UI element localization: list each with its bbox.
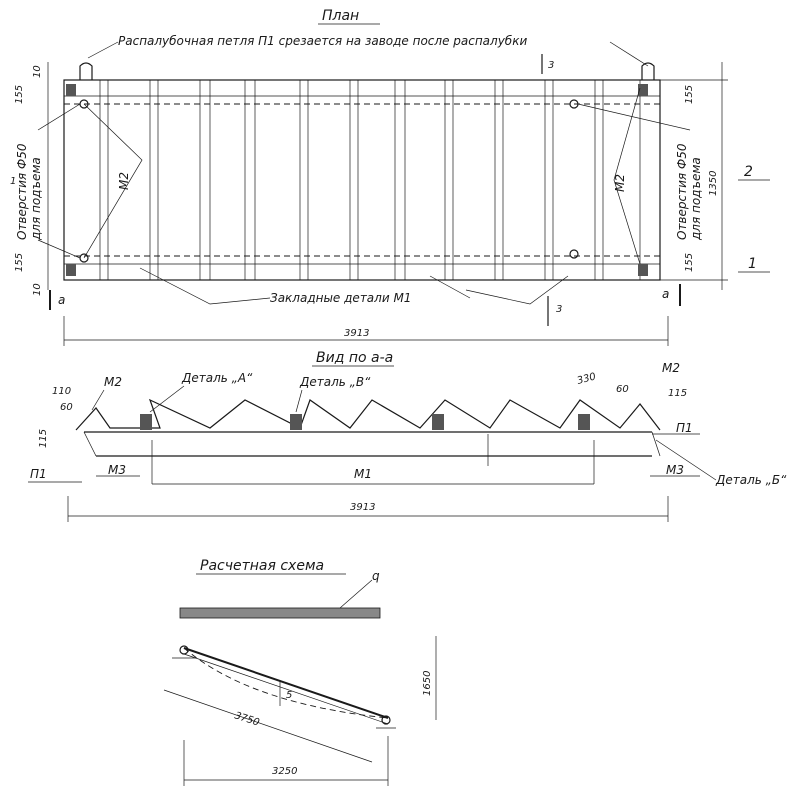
dim-110: 110: [52, 386, 71, 397]
bar-m2-left: [83, 103, 143, 259]
p1-label-right: П1: [676, 421, 693, 435]
view-aa: Вид по а-а М1 Деталь „А“ Деталь „В“ Дета…: [28, 350, 787, 522]
cut-label-left: а: [58, 293, 65, 307]
detail-a-leader: [149, 385, 185, 413]
dim-155-tr: 155: [684, 85, 695, 104]
embed-step-2: [290, 414, 302, 430]
detail-b-label: Деталь „Б“: [715, 473, 787, 487]
holes-note-right-2: для подъема: [689, 157, 703, 241]
m3-label-left: М3: [108, 463, 126, 477]
embed-step-4: [578, 414, 590, 430]
m2-label-view-left: М2: [104, 375, 122, 389]
embed-step-1: [140, 414, 152, 430]
p1-label-left: П1: [30, 467, 47, 481]
bar-m2-right: [613, 87, 641, 265]
loop-note: Распалубочная петля П1 срезается на заво…: [118, 34, 527, 48]
stair-profile: [75, 398, 661, 431]
stair-end-left: [83, 431, 97, 457]
holes-note-left-2: для подъема: [29, 157, 43, 241]
embed-corner-bl: [66, 264, 76, 276]
loop-leader-left: [87, 41, 119, 59]
dim-10-top: 10: [32, 65, 43, 78]
step-lines: [99, 80, 641, 280]
dim-3913-plan: 3913: [344, 328, 369, 339]
plan-view: План Распалубочная петля П1 срезается на…: [10, 8, 770, 346]
m1-label: М1: [354, 467, 372, 481]
lift-hole-br: [569, 249, 579, 259]
section-mark-top: 3: [548, 60, 554, 71]
support-left: [179, 645, 189, 655]
dim-10-bl: 10: [32, 283, 43, 296]
dim-60-left: 60: [60, 402, 73, 413]
embedded-note: Закладные детали М1: [270, 291, 411, 305]
embedded-leader-right: [465, 275, 569, 305]
dim-1350: 1350: [708, 171, 719, 196]
embed-corner-tr: [638, 84, 648, 96]
loop-leader-right: [609, 41, 649, 67]
load-leader: [339, 579, 373, 609]
deflection-curve: [183, 647, 389, 719]
dim-115-right: 115: [668, 388, 687, 399]
view-title: Вид по а-а: [316, 350, 393, 366]
mark-2: 2: [744, 164, 753, 180]
dim-3913-view: 3913: [350, 502, 375, 513]
dim-3750-line: [163, 689, 373, 763]
loop-p1-right: [641, 62, 655, 80]
dim-155-bl: 155: [14, 253, 25, 272]
holes-leader-right-a: [577, 103, 691, 131]
cut-label-right: а: [662, 287, 669, 301]
dim-155-tl: 155: [14, 85, 25, 104]
detail-v-leader: [295, 389, 303, 413]
load-label: q: [372, 569, 380, 583]
stair-end-right: [651, 431, 661, 457]
holes-note-right-1: Отверстия Ф50: [675, 143, 689, 240]
mark-1-left: 1: [10, 176, 16, 187]
slab-outline: [63, 79, 661, 281]
m2-label-right: М2: [613, 174, 627, 192]
distributed-load: [179, 607, 381, 619]
m2-label-view-right: М2: [662, 361, 680, 375]
detail-v-label: Деталь „В“: [299, 375, 371, 389]
embed-step-3: [432, 414, 444, 430]
embed-corner-tl: [66, 84, 76, 96]
deflection-label: 5: [286, 690, 292, 701]
holes-note-left-1: Отверстия Ф50: [15, 143, 29, 240]
detail-a-label: Деталь „А“: [181, 371, 253, 385]
m3-label-right: М3: [666, 463, 684, 477]
m2-label-left: М2: [117, 172, 131, 190]
dim-115-left: 115: [38, 429, 49, 448]
dim-1650: 1650: [422, 671, 433, 696]
support-right: [381, 715, 391, 725]
scheme-title: Расчетная схема: [200, 558, 324, 574]
embed-corner-br: [638, 264, 648, 276]
beam-lower: [183, 653, 389, 725]
m2-leader-view-left: [91, 389, 105, 411]
holes-leader-left-a: [37, 103, 81, 131]
detail-b-leader: [655, 439, 717, 481]
calc-scheme: Расчетная схема q 5 3750 1650 3250: [163, 558, 437, 786]
beam: [183, 647, 389, 719]
dim-60-right: 60: [616, 384, 629, 395]
section-mark-bottom: 3: [556, 304, 562, 315]
embedded-leader-left: [139, 267, 271, 305]
holes-leader-left-b: [37, 239, 81, 259]
dim-155-br: 155: [684, 253, 695, 272]
dim-3750: 3750: [233, 710, 261, 728]
loop-p1-left: [79, 62, 93, 80]
plan-title: План: [322, 8, 359, 24]
mark-1-right: 1: [748, 256, 757, 272]
dim-330: 330: [576, 371, 597, 387]
dim-3250: 3250: [272, 766, 297, 777]
embedded-leader-mid: [429, 275, 471, 299]
